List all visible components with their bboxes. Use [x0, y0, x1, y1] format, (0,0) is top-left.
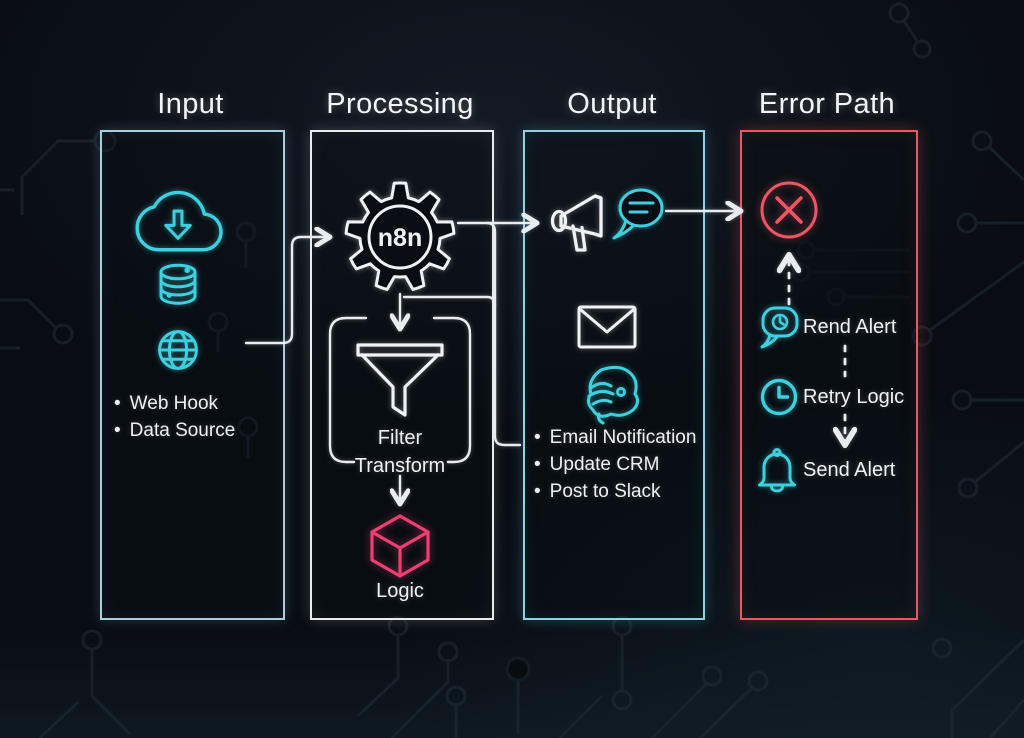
output-bullet-label: Update CRM [549, 454, 660, 475]
output-bullet-crm: • Update CRM [534, 454, 659, 476]
megaphone-icon [550, 194, 603, 252]
output-bullet-label: Email Notification [549, 427, 697, 448]
circuit-node-filled [505, 656, 531, 682]
bullet-icon: • [114, 420, 121, 441]
error-item-send-alert: Send Alert [803, 459, 896, 481]
crm-icon [586, 365, 640, 425]
bell-icon [758, 448, 796, 493]
clock-icon [760, 378, 798, 416]
globe-icon [158, 330, 198, 370]
bracket-right [432, 316, 472, 464]
bracket-left [328, 316, 368, 464]
transform-label: Transform [354, 455, 446, 477]
bullet-icon: • [114, 393, 121, 414]
input-bullet-label: Data Source [129, 420, 236, 441]
envelope-icon [577, 305, 637, 349]
output-bullet-label: Post to Slack [549, 481, 661, 502]
input-panel [100, 130, 285, 620]
column-title-processing: Processing [326, 88, 474, 120]
column-title-error-path: Error Path [758, 88, 896, 120]
cube-icon [370, 514, 430, 578]
gear-n8n-icon: n8n [344, 181, 456, 291]
connector-input-to-gear [244, 237, 329, 345]
bullet-icon: • [534, 481, 541, 502]
input-bullet-label: Web Hook [129, 393, 219, 414]
input-bullet-datasource: • Data Source [114, 420, 235, 442]
database-icon [159, 263, 197, 305]
alert-bubble-icon [760, 306, 799, 349]
column-title-input: Input [157, 88, 224, 120]
chat-bubble-icon [612, 188, 664, 240]
error-item-rend-alert: Rend Alert [803, 316, 897, 338]
bullet-icon: • [534, 427, 541, 448]
error-panel [740, 130, 918, 620]
connector-gear-bottom-branch [402, 295, 497, 308]
error-x-icon [760, 181, 818, 239]
bullet-icon: • [534, 454, 541, 475]
cloud-download-icon [135, 190, 223, 252]
error-item-retry-logic: Retry Logic [803, 386, 905, 408]
input-bullet-webhook: • Web Hook [114, 393, 218, 415]
output-bullet-email: • Email Notification [534, 427, 696, 449]
filter-label: Filter [377, 427, 423, 449]
funnel-icon [356, 343, 444, 417]
column-title-output: Output [567, 88, 657, 120]
gear-n8n-label: n8n [378, 224, 422, 252]
connector-branch-to-output-list [485, 221, 522, 447]
output-bullet-slack: • Post to Slack [534, 481, 661, 503]
logic-label: Logic [376, 580, 424, 602]
